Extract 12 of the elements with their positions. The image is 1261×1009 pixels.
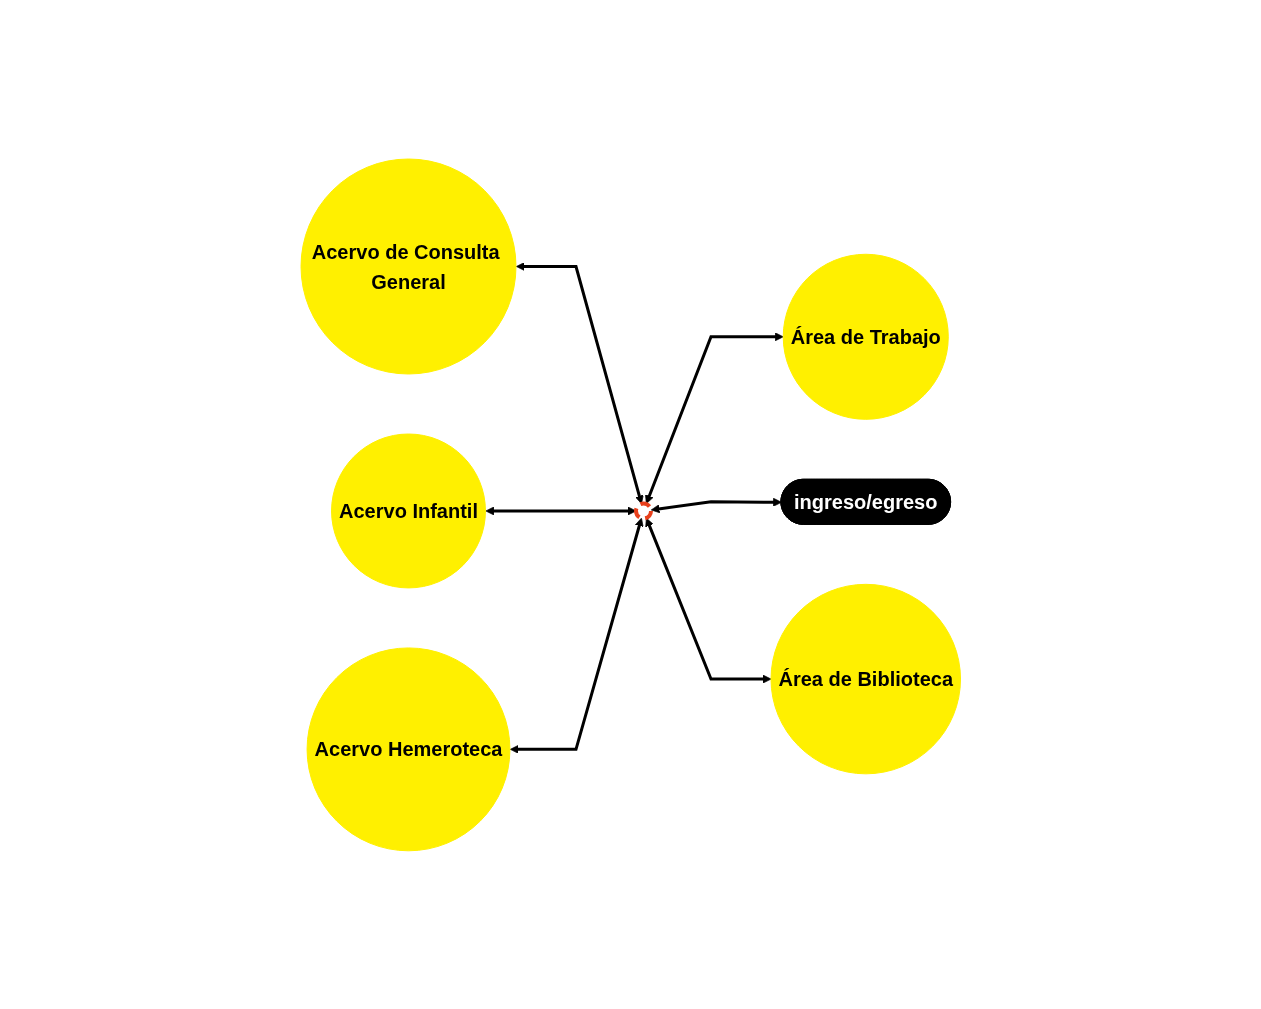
- arrow: [645, 517, 772, 684]
- arrow: [650, 497, 782, 513]
- node-circle: Área de Biblioteca: [770, 583, 961, 774]
- node-circle: Acervo de Consulta General: [300, 158, 517, 375]
- arrow: [644, 332, 784, 504]
- arrow: [509, 517, 644, 754]
- arrow: [485, 506, 637, 515]
- node-circle: [633, 501, 653, 521]
- node-circle: Acervo Hemeroteca: [306, 647, 511, 851]
- node-circle: Área de Trabajo: [782, 253, 949, 420]
- node-circle: Acervo Infantil: [330, 433, 486, 588]
- arrow: [515, 261, 644, 504]
